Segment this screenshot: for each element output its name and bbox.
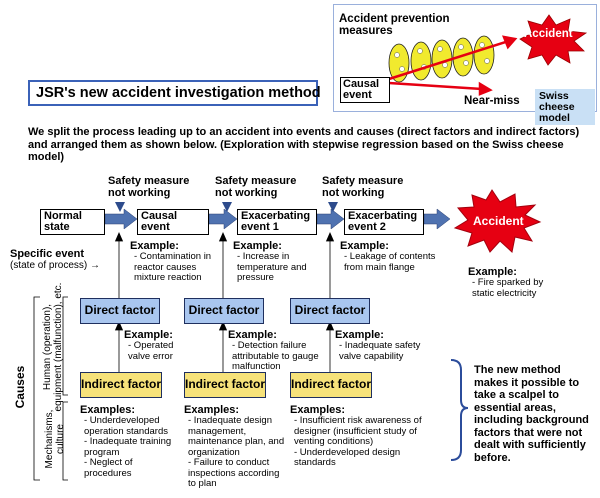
event-example-1-text: - Contamination in reactor causes mixtur…: [134, 251, 212, 283]
indirect-example-3: Examples: - Insufficient risk awareness …: [290, 404, 450, 469]
event-example-4-heading: Example:: [468, 266, 517, 278]
indirect-factor-1: Indirect factor: [80, 372, 162, 398]
event-normal-state: Normal state: [40, 209, 105, 235]
indirect-example-2-heading: Examples:: [184, 404, 240, 416]
event-example-4-text: - Fire sparked by static electricity: [472, 277, 544, 299]
indirect-example-3-item: - Underdeveloped design standards: [294, 446, 401, 468]
safety-measure-label-2: Safety measure not working: [215, 175, 297, 199]
direct-example-2-heading: Example:: [228, 329, 277, 341]
safety-measure-label-3: Safety measure not working: [322, 175, 404, 199]
accident-starburst-small: [519, 14, 588, 66]
flow-arrow-3: [316, 208, 345, 230]
safety-marker-2: [222, 202, 232, 212]
event-example-3: Example: - Leakage of contents from main…: [340, 240, 450, 273]
measures-label: Accident prevention measures: [339, 13, 450, 37]
cause-arrows: [114, 232, 335, 372]
indirect-example-3-item: - Insufficient risk awareness of designe…: [294, 415, 422, 447]
specific-event-sub: (state of process) →: [10, 260, 101, 271]
direct-factor-2: Direct factor: [184, 298, 264, 324]
indirect-example-1-item: - Inadequate training program: [84, 436, 172, 458]
causal-event-label: Causal event: [343, 78, 380, 101]
causal-event-box: Causal event: [340, 77, 390, 103]
safety-measure-markers: [115, 202, 338, 212]
direct-example-1-text: - Operated valve error: [128, 340, 174, 362]
flow-arrow-1: [104, 208, 138, 230]
note-bracket: [450, 359, 469, 461]
safety-measure-label-1: Safety measure not working: [108, 175, 190, 199]
swiss-cheese-illustration: [388, 14, 588, 96]
indirect-example-2-item: - Failure to conduct inspections accordi…: [188, 457, 280, 489]
page-title-box: JSR's new accident investigation method: [28, 80, 321, 106]
event-example-3-text: - Leakage of contents from main flange: [344, 251, 436, 273]
indirect-factor-3: Indirect factor: [290, 372, 372, 398]
swiss-model-label: Swiss cheese model: [539, 90, 575, 124]
inset-accident-label: Accident: [524, 28, 573, 40]
direct-example-3-heading: Example:: [335, 329, 384, 341]
mechanisms-label: Mechanisms, culture: [44, 409, 66, 469]
safety-marker-3: [328, 202, 338, 212]
indirect-example-1-item: - Neglect of procedures: [84, 457, 133, 479]
safety-marker-1: [115, 202, 125, 212]
human-equipment-label: Human (operation), equipment (malfunctio…: [42, 282, 64, 412]
event-example-4: Example: - Fire sparked by static electr…: [468, 266, 578, 299]
event-example-2-text: - Increase in temperature and pressure: [237, 251, 307, 283]
hazard-arrows: [388, 35, 518, 96]
indirect-example-1-heading: Examples:: [80, 404, 136, 416]
event-causal: Causal event: [137, 209, 209, 235]
indirect-example-2-item: - Inadequate design management, maintena…: [188, 415, 285, 458]
indirect-example-2: Examples: - Inadequate design management…: [184, 404, 289, 490]
event-example-1: Example: - Contamination in reactor caus…: [130, 240, 240, 284]
indirect-example-3-heading: Examples:: [290, 404, 346, 416]
direct-example-3: Example: - Inadequate safety valve capab…: [335, 329, 445, 362]
event-exacerbating-1: Exacerbating event 1: [237, 209, 317, 235]
swiss-model-badge: Swiss cheese model: [535, 89, 595, 125]
accident-label: Accident: [473, 214, 524, 228]
accident-starburst: [453, 189, 542, 253]
event-exacerbating-2: Exacerbating event 2: [344, 209, 424, 235]
indirect-factor-2: Indirect factor: [184, 372, 266, 398]
swiss-cheese-inset: Accident prevention measures Accident Ca…: [333, 4, 597, 112]
causes-label: Causes: [13, 365, 27, 409]
cause-brackets: [33, 296, 68, 481]
indirect-example-1-item: - Underdeveloped operation standards: [84, 415, 168, 437]
event-example-2-heading: Example:: [233, 240, 282, 252]
direct-example-1-heading: Example:: [124, 329, 173, 341]
intro-text: We split the process leading up to an ac…: [28, 126, 580, 163]
direct-example-2-text: - Detection failure attributable to gaug…: [232, 340, 319, 372]
direct-example-1: Example: - Operated valve error: [124, 329, 214, 362]
direct-factor-1: Direct factor: [80, 298, 160, 324]
specific-event-label: Specific event: [10, 248, 84, 260]
flow-arrows: [104, 208, 451, 230]
near-miss-label: Near-miss: [464, 95, 520, 107]
event-example-3-heading: Example:: [340, 240, 389, 252]
direct-example-3-text: - Inadequate safety valve capability: [339, 340, 421, 362]
event-example-1-heading: Example:: [130, 240, 179, 252]
method-note: The new method makes it possible to take…: [474, 364, 589, 464]
direct-example-2: Example: - Detection failure attributabl…: [228, 329, 328, 373]
direct-factor-3: Direct factor: [290, 298, 370, 324]
page-title: JSR's new accident investigation method: [36, 85, 321, 101]
flow-arrow-2: [208, 208, 238, 230]
event-example-2: Example: - Increase in temperature and p…: [233, 240, 333, 284]
flow-arrow-4: [423, 208, 451, 230]
indirect-example-1: Examples: - Underdeveloped operation sta…: [80, 404, 180, 479]
